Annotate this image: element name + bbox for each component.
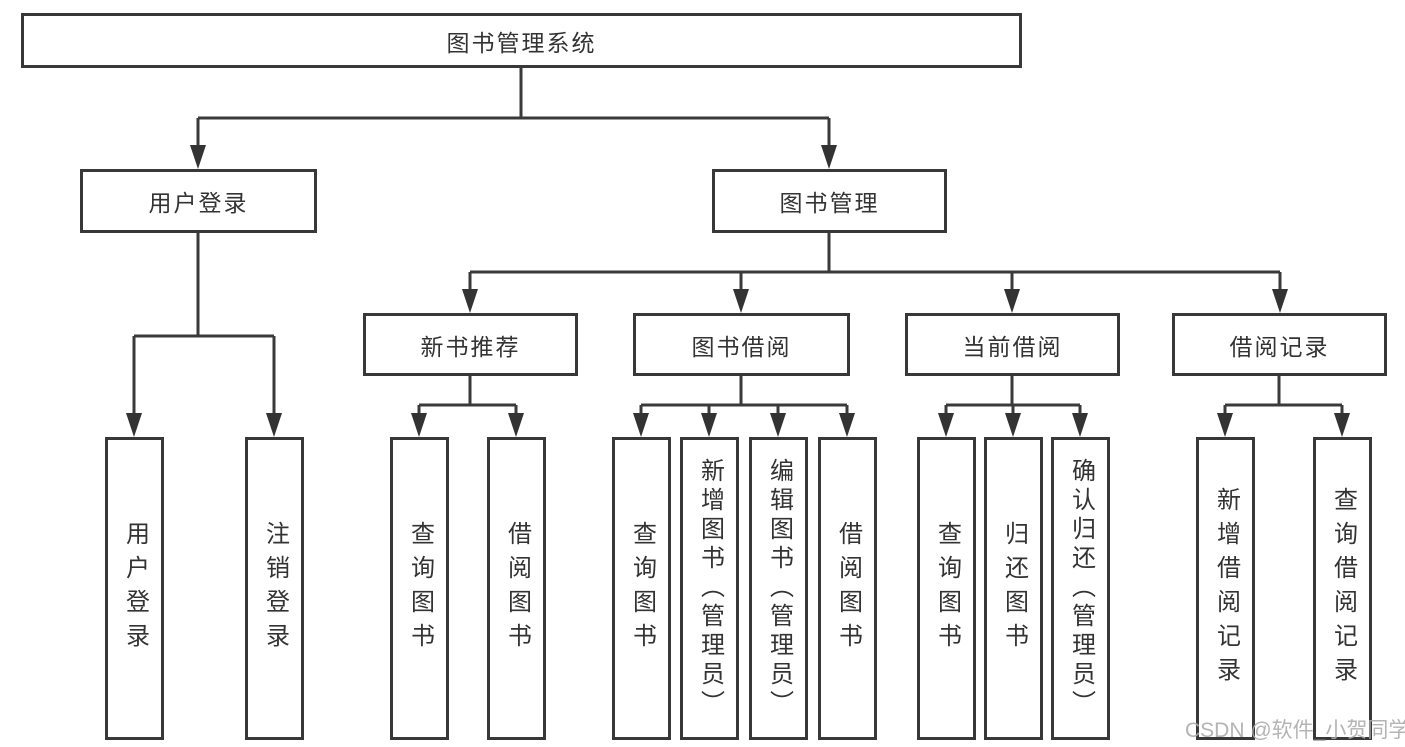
leaf-borrow-add-admin-label: 新增图书（管理员） [696, 458, 724, 719]
leaf-borrow-edit-admin-label: 编辑图书（管理员） [765, 458, 793, 719]
leaf-newbook-query-label: 查询图书 [406, 520, 434, 657]
connector-user-login-to-leaves [126, 233, 282, 437]
connector-borrow-record-to-leaves [1217, 376, 1350, 437]
leaf-borrow-add-admin: 新增图书（管理员） [680, 437, 739, 740]
leaf-return-book: 归还图书 [984, 437, 1043, 740]
leaf-borrow-book-label: 借阅图书 [834, 520, 862, 657]
leaf-borrow-query: 查询图书 [612, 437, 671, 740]
connector-new-book-to-leaves [411, 376, 524, 437]
leaf-current-query-label: 查询图书 [933, 520, 961, 657]
node-book-management-label: 图书管理 [779, 190, 880, 216]
leaf-newbook-query: 查询图书 [390, 437, 449, 740]
node-root: 图书管理系统 [21, 13, 1022, 68]
leaf-record-add: 新增借阅记录 [1196, 437, 1255, 740]
connector-current-borrow-to-leaves [938, 376, 1088, 437]
node-new-book-recommend-label: 新书推荐 [420, 333, 521, 360]
leaf-return-book-label: 归还图书 [1000, 520, 1028, 657]
node-current-borrow-label: 当前借阅 [962, 333, 1063, 360]
leaf-user-login-label: 用户登录 [121, 520, 149, 657]
node-borrow-record: 借阅记录 [1172, 313, 1387, 376]
leaf-borrow-query-label: 查询图书 [628, 520, 656, 657]
connector-root-to-level2 [190, 68, 837, 169]
node-book-borrow-label: 图书借阅 [691, 333, 792, 360]
node-root-label: 图书管理系统 [446, 29, 597, 56]
node-book-borrow: 图书借阅 [633, 313, 850, 376]
leaf-logout-label: 注销登录 [261, 520, 289, 657]
node-user-login: 用户登录 [80, 169, 317, 233]
leaf-newbook-borrow: 借阅图书 [487, 437, 546, 740]
node-book-management: 图书管理 [712, 169, 947, 233]
leaf-logout: 注销登录 [245, 437, 304, 740]
leaf-record-query: 查询借阅记录 [1313, 437, 1372, 740]
leaf-newbook-borrow-label: 借阅图书 [503, 520, 531, 657]
connector-book-mgmt-to-level3 [462, 233, 1288, 313]
connector-book-borrow-to-leaves [633, 376, 855, 437]
leaf-borrow-book: 借阅图书 [818, 437, 877, 740]
leaf-borrow-edit-admin: 编辑图书（管理员） [749, 437, 808, 740]
node-current-borrow: 当前借阅 [905, 313, 1120, 376]
leaf-record-add-label: 新增借阅记录 [1212, 486, 1240, 691]
csdn-watermark: CSDN @软件_小贺同学 [1185, 719, 1405, 742]
leaf-confirm-return-admin-label: 确认归还（管理员） [1067, 458, 1095, 719]
node-borrow-record-label: 借阅记录 [1229, 333, 1330, 360]
leaf-confirm-return-admin: 确认归还（管理员） [1051, 437, 1110, 740]
node-user-login-label: 用户登录 [148, 190, 249, 216]
leaf-record-query-label: 查询借阅记录 [1329, 486, 1357, 691]
leaf-current-query: 查询图书 [917, 437, 976, 740]
leaf-user-login: 用户登录 [105, 437, 164, 740]
node-new-book-recommend: 新书推荐 [363, 313, 578, 376]
